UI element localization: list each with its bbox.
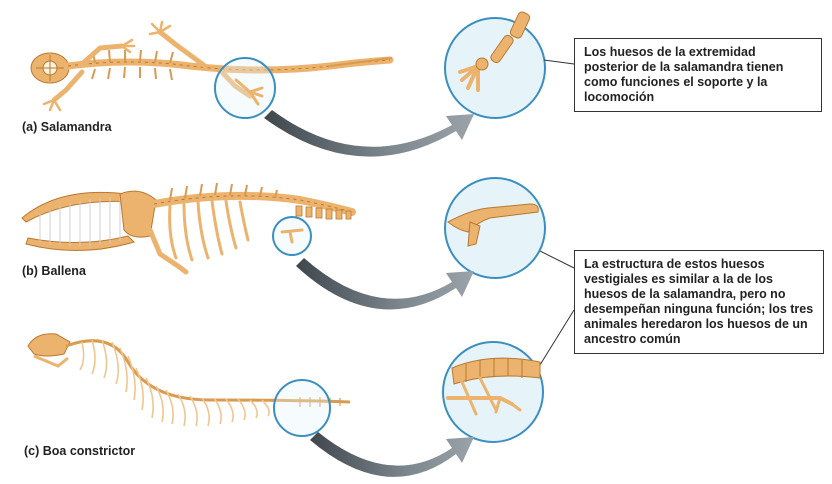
- whale-skeleton: [21, 182, 356, 275]
- salamander-large-circle: [444, 17, 546, 119]
- boa-skeleton: [27, 333, 351, 427]
- salamander-skeleton: [30, 20, 394, 112]
- label-salamandra: (a) Salamandra: [22, 120, 112, 134]
- salamander-hind-limb-detail-large: [458, 11, 531, 92]
- label-ballena: (b) Ballena: [22, 264, 86, 278]
- boa-large-circle: [442, 341, 544, 443]
- boa-small-circle: [273, 379, 331, 437]
- arrow-boa: [310, 432, 474, 477]
- label-boa: (c) Boa constrictor: [24, 444, 136, 458]
- callout-top: Los huesos de la extremidad posterior de…: [574, 38, 822, 112]
- callout-top-pointer: [543, 59, 575, 65]
- whale-vestigial-bone-large: [447, 203, 539, 247]
- whale-large-circle: [444, 177, 546, 279]
- boa-vestigial-bone-large: [446, 357, 541, 416]
- callout-bottom: La estructura de estos huesos vestigiale…: [574, 250, 824, 354]
- whale-vestigial-bone-small: [280, 228, 304, 244]
- salamander-hind-limb-detail-small: [234, 78, 264, 106]
- arrow-whale: [296, 258, 474, 310]
- arrow-salamander: [264, 110, 474, 157]
